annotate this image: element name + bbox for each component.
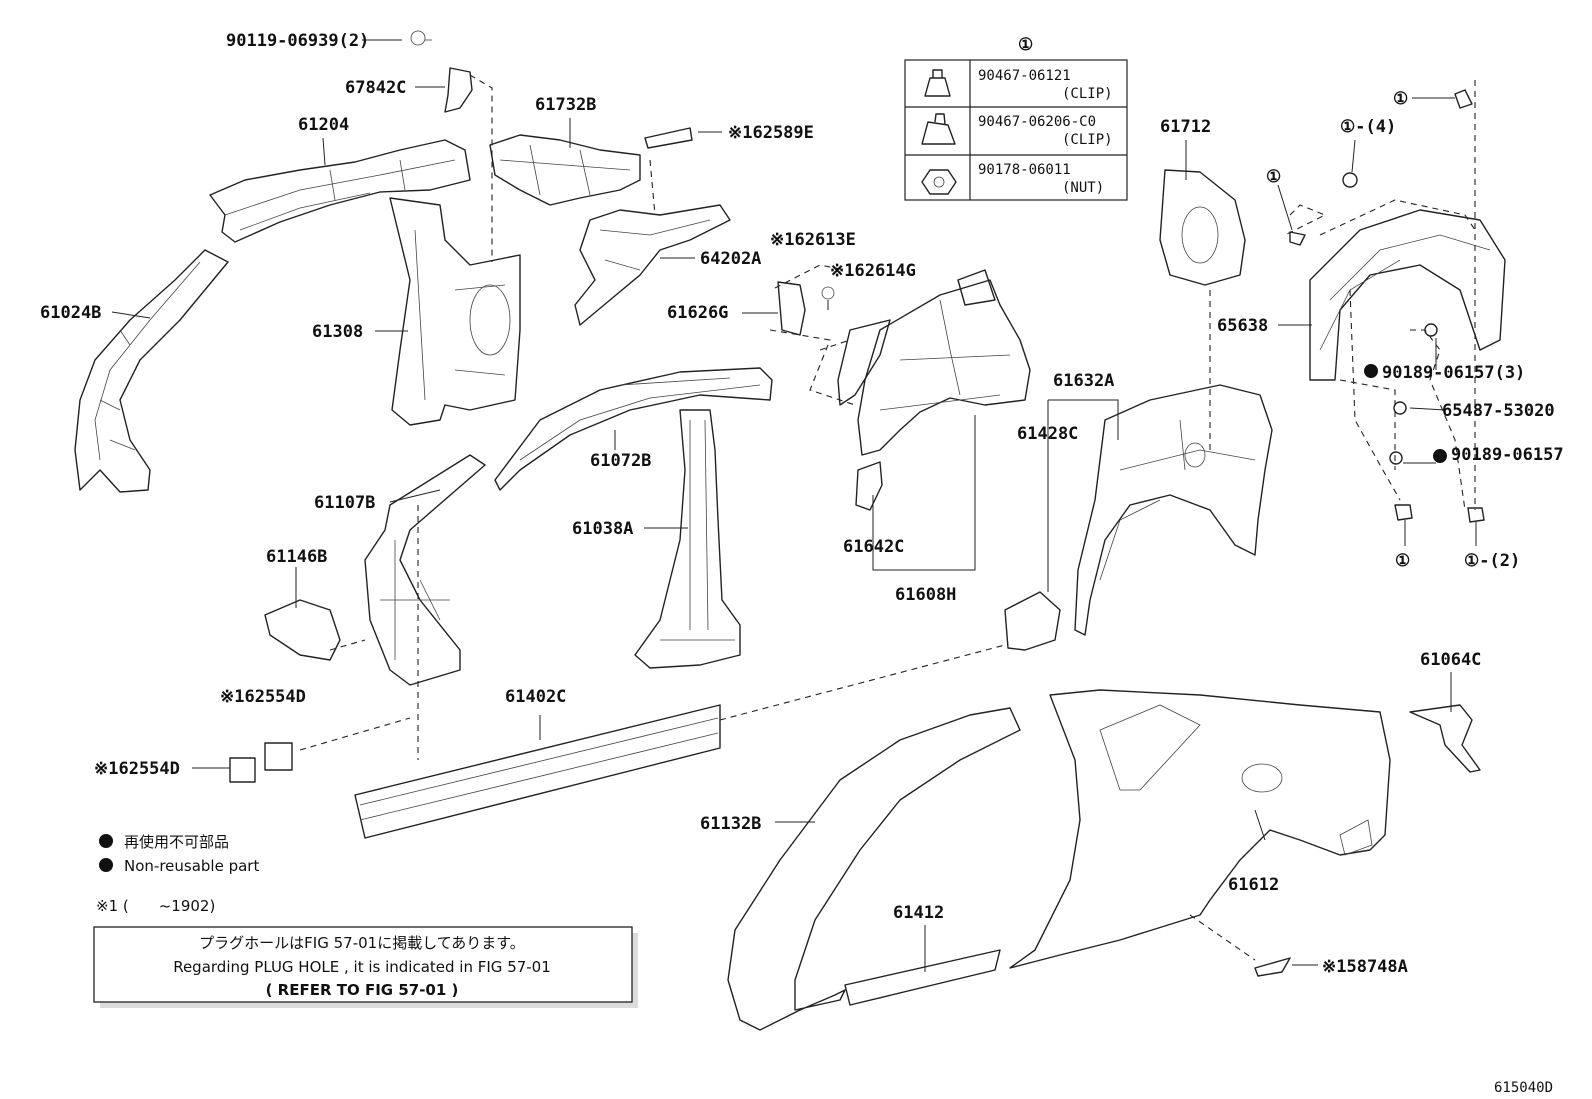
part-62614G-shape [837,319,891,406]
part-62554D-shapes [229,742,293,783]
non-reusable-marker [1364,364,1378,378]
label-61107B: 61107B [314,493,375,513]
clip-ref-marker: ① [1266,167,1281,187]
label-61428C: 61428C [1017,424,1078,444]
part-61732B-shape [489,134,641,206]
clip-row-part: 90467-06206-C0 [978,114,1096,130]
clip-group-table: ① 90467-06121 (CLIP) 90467-06206-C0 (CLI… [904,35,1128,201]
part-61402C-shape [354,704,721,839]
label-61608H: 61608H [895,585,956,605]
clip-ref-marker: ① [1393,89,1408,109]
label-62613E: ※162613E [770,230,856,250]
notice-line-3: ( REFER TO FIG 57-01 ) [266,981,459,999]
clip-row-desc: (NUT) [1062,180,1104,196]
clip-group-marker: ① [1018,35,1033,55]
label-61626G: 61626G [667,303,728,323]
label-61064C: 61064C [1420,650,1481,670]
part-61608H-shape [857,269,1031,456]
notice-box: プラグホールはFIG 57-01に掲載してあります。 Regarding PLU… [93,926,638,1008]
legend-en: Non-reusable part [124,857,259,875]
label-90189-06157-3: 90189-06157(3) [1382,363,1525,383]
part-61428C-shape [1004,591,1061,651]
label-61146B: 61146B [266,547,327,567]
part-61038A-shape [634,409,741,669]
label-61132B: 61132B [700,814,761,834]
part-61412-shape [844,949,1001,1006]
legend-note: ※1 ( ~1902) [96,897,215,915]
label-61632A: 61632A [1053,371,1114,391]
figure-code: 615040D [1494,1080,1553,1096]
label-62589E: ※162589E [728,123,814,143]
label-90119-06939: 90119-06939(2) [226,31,369,51]
clip-icon [921,113,956,145]
label-61204: 61204 [298,115,349,135]
part-61072B-shape [494,367,773,491]
non-reusable-marker [1433,449,1447,463]
part-labels: 90119-06939(2) 67842C 61732B 61204 ※1625… [40,31,1564,977]
part-61642C-shape [855,461,883,511]
label-61612: 61612 [1228,875,1279,895]
part-61132B-shape [727,689,1391,1031]
notice-line-2: Regarding PLUG HOLE , it is indicated in… [173,958,551,976]
label-62554D-left: ※162554D [94,759,180,779]
clip-row-desc: (CLIP) [1062,86,1113,102]
legend-bullet [99,834,113,848]
clip-ref-marker: ①-(4) [1340,117,1396,137]
notice-line-1: プラグホールはFIG 57-01に掲載してあります。 [199,934,525,952]
clip-row-desc: (CLIP) [1062,132,1113,148]
clip-icon [924,69,951,97]
part-65638-shape [1309,209,1506,381]
part-61064C-shape [1409,704,1481,773]
legend: 再使用不可部品 Non-reusable part ※1 ( ~1902) [96,833,259,915]
clip-ref-marker: ① [1395,551,1410,571]
label-61712: 61712 [1160,117,1211,137]
label-61024B: 61024B [40,303,101,323]
part-61712-shape [1159,169,1246,286]
part-61146B-shape [264,599,341,661]
label-58748A: ※158748A [1322,957,1408,977]
fastener-shapes [1289,89,1485,523]
label-67842C: 67842C [345,78,406,98]
label-61402C: 61402C [505,687,566,707]
label-64202A: 64202A [700,249,761,269]
part-61626G-shape [777,281,806,336]
part-64202A-shape [574,204,731,326]
label-61412: 61412 [893,903,944,923]
label-65487-53020: 65487-53020 [1442,401,1555,421]
assembly-lines [299,74,1476,961]
legend-jp: 再使用不可部品 [124,833,229,851]
clip-row-part: 90178-06011 [978,162,1071,178]
clip-row-part: 90467-06121 [978,68,1071,84]
part-58748A-shape [1254,957,1291,977]
part-61204-shape [209,139,471,243]
part-62613E-shape [821,286,835,300]
part-61308-shape [389,197,521,426]
part-61632A-shape [1074,384,1273,636]
part-67842C-shape [410,30,473,113]
part-62589E-shape [644,127,693,149]
label-62554D-top: ※162554D [220,687,306,707]
label-61732B: 61732B [535,95,596,115]
label-61642C: 61642C [843,537,904,557]
label-61308: 61308 [312,322,363,342]
part-61024B-shape [74,249,229,493]
label-65638: 65638 [1217,316,1268,336]
label-61038A: 61038A [572,519,633,539]
part-61107B-shape [364,454,486,686]
label-90189-06157: 90189-06157 [1451,445,1564,465]
nut-icon [921,169,957,195]
legend-bullet [99,858,113,872]
clip-ref-marker: ①-(2) [1464,551,1520,571]
label-62614G: ※162614G [830,261,916,281]
label-61072B: 61072B [590,451,651,471]
leader-lines [111,39,1477,972]
